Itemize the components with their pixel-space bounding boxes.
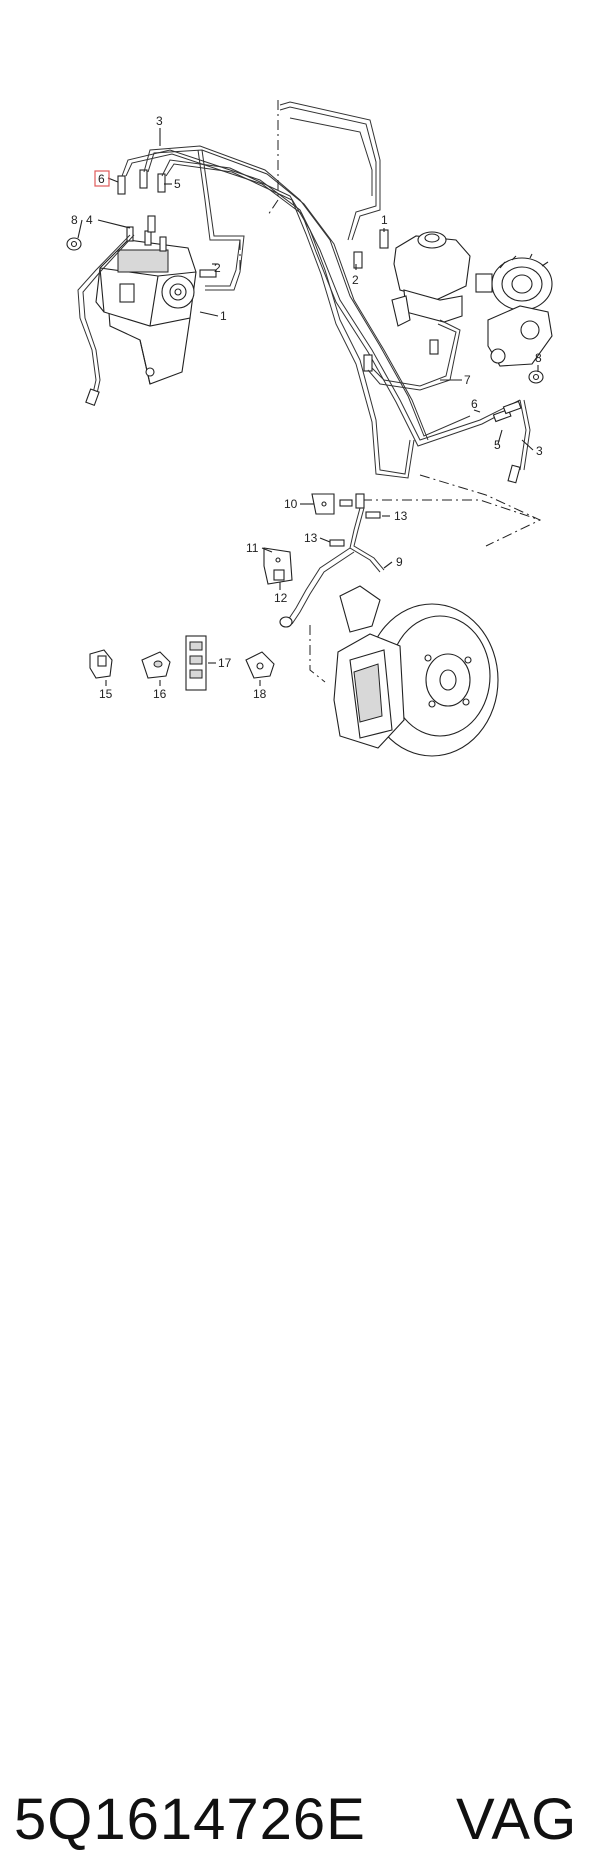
clip-16 <box>141 651 171 679</box>
callout-13-right: 13 <box>394 509 408 523</box>
callout-6-highlight <box>94 170 110 187</box>
callout-9: 9 <box>396 555 403 569</box>
clip-right <box>528 370 544 384</box>
brake-caliper <box>333 585 405 749</box>
callout-8-right: 8 <box>535 351 542 365</box>
brand-label: VAG <box>456 1787 578 1852</box>
callout-10: 10 <box>284 497 298 511</box>
callout-11: 11 <box>246 541 259 555</box>
pipe-7 <box>367 319 461 391</box>
reference-lines <box>239 100 542 683</box>
callout-5-right: 5 <box>494 438 501 452</box>
clip-15 <box>89 649 113 679</box>
fittings-right <box>492 399 531 484</box>
brake-booster <box>363 253 553 372</box>
callout-12: 12 <box>274 591 288 605</box>
clip-left <box>66 237 82 251</box>
caption-bar: 5Q1614726E VAG <box>0 890 600 1852</box>
parts-diagram: 3 6 5 8 4 2 1 1 2 7 8 6 5 3 10 13 13 11 … <box>66 100 553 757</box>
callout-1-right: 1 <box>381 213 388 227</box>
callout-8-left: 8 <box>71 213 78 227</box>
part-number: 5Q1614726E <box>14 1787 366 1852</box>
master-cylinder <box>353 229 471 327</box>
clip-17 <box>185 635 207 691</box>
callout-1-left: 1 <box>220 309 227 323</box>
callout-18: 18 <box>253 687 267 701</box>
callout-7: 7 <box>464 373 471 387</box>
callout-6-right: 6 <box>471 397 478 411</box>
abs-control-unit <box>95 226 197 385</box>
leader-lines <box>77 128 539 686</box>
callout-labels: 3 6 5 8 4 2 1 1 2 7 8 6 5 3 10 13 13 11 … <box>71 114 543 701</box>
callout-2-right: 2 <box>352 273 359 287</box>
callout-6-top: 6 <box>98 172 105 186</box>
callout-17: 17 <box>218 656 232 670</box>
callout-4: 4 <box>86 213 93 227</box>
callout-13-left: 13 <box>304 531 318 545</box>
pipe-abs-left <box>77 234 135 406</box>
callout-2-left: 2 <box>214 261 221 275</box>
brake-hose-assembly <box>263 493 385 628</box>
callout-16: 16 <box>153 687 167 701</box>
callout-3-top: 3 <box>156 114 163 128</box>
callout-3-right: 3 <box>536 444 543 458</box>
fittings-top-left <box>117 169 217 278</box>
brake-line-exploded-view: 3 6 5 8 4 2 1 1 2 7 8 6 5 3 10 13 13 11 … <box>66 100 553 757</box>
callout-15: 15 <box>99 687 113 701</box>
callout-5-top: 5 <box>174 177 181 191</box>
clip-18 <box>245 651 275 679</box>
